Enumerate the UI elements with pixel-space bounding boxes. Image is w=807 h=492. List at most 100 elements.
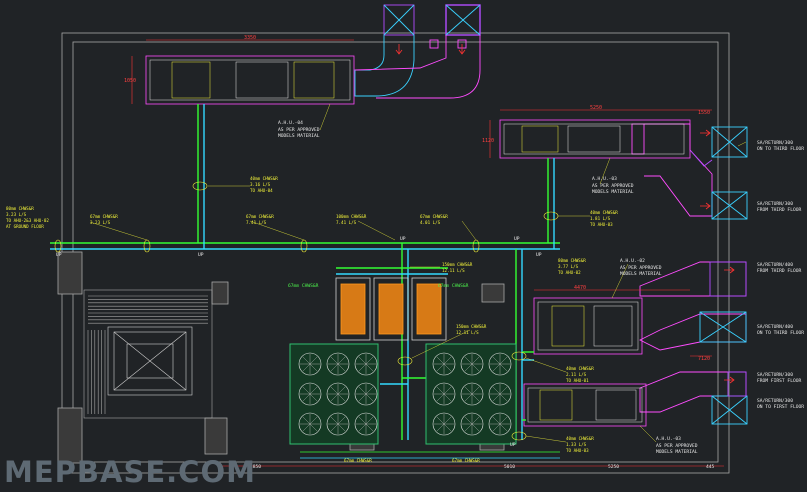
dim-right-ahu-height: 1120: [482, 138, 494, 144]
cooling-tower-fan: [354, 412, 378, 436]
ahu-01-label: A.H.U.-03 AS PER APPROVED MODELS MATERIA…: [656, 436, 698, 455]
pipe-label-main-3: 100mm CHWS&R 7.41 L/S: [336, 214, 367, 225]
pipe-label-ct-left: 67mm CHWS&R: [344, 458, 372, 463]
svg-text:3.77 L/S: 3.77 L/S: [558, 264, 579, 269]
dim-right-ahu-width: 5250: [590, 105, 602, 111]
svg-text:40mm CHWS&R: 40mm CHWS&R: [590, 210, 618, 215]
stair-core: [83, 289, 213, 419]
chillers: [335, 277, 447, 341]
svg-text:ON TO THIRD FLOOR: ON TO THIRD FLOOR: [757, 330, 804, 336]
fan-blade: [464, 386, 480, 402]
pipe-label-riser-ground: 80mm CHWS&R 3.23 L/S TO AHU-2&3 AHU-02 A…: [6, 206, 49, 229]
svg-text:SA/RETURN/400: SA/RETURN/400: [757, 262, 793, 268]
svg-text:SA/RETURN/300: SA/RETURN/300: [757, 140, 793, 146]
svg-text:12.11 L/S: 12.11 L/S: [442, 268, 465, 273]
svg-text:40mm CHWS&R: 40mm CHWS&R: [566, 436, 594, 441]
fan-blade: [358, 386, 374, 402]
svg-text:80mm CHWS&R: 80mm CHWS&R: [558, 258, 586, 263]
cooling-tower-fan: [432, 352, 456, 376]
svg-text:4.01 L/S: 4.01 L/S: [420, 220, 441, 225]
cooling-tower-fan: [432, 382, 456, 406]
cooling-tower-fan: [488, 382, 512, 406]
cooling-tower-fan: [354, 382, 378, 406]
svg-text:100mm CHWS&R: 100mm CHWS&R: [336, 214, 367, 219]
cooling-tower-fan: [326, 352, 350, 376]
annotations: 3350 1050 5250 1550 1120 4470 7120 1850 …: [6, 35, 804, 470]
svg-text:AS PER APPROVED: AS PER APPROVED: [278, 127, 320, 133]
dim-top-ahu-width: 3350: [244, 35, 256, 41]
leader-lines: [89, 103, 747, 443]
cooling-tower-fan: [326, 382, 350, 406]
svg-text:150mm CHWS&R: 150mm CHWS&R: [456, 324, 487, 329]
svg-text:TO AHU-03: TO AHU-03: [590, 222, 613, 227]
svg-text:MODELS MATERIAL: MODELS MATERIAL: [278, 133, 320, 139]
pipe-label-chiller-branch: 67mm CHWS&R: [288, 283, 319, 289]
watermark: MEPBASE.COM: [4, 455, 256, 489]
svg-text:67mm CHWS&R: 67mm CHWS&R: [246, 214, 274, 219]
dim-top-ahu-height: 1050: [124, 78, 136, 84]
dim-bottom-1: 1850: [250, 464, 261, 470]
dimension-lines: [131, 39, 724, 467]
svg-text:AS PER APPROVED: AS PER APPROVED: [620, 265, 662, 271]
flow-markers: [395, 44, 735, 384]
svg-text:67mm CHWS&R: 67mm CHWS&R: [420, 214, 448, 219]
pipe-label-chiller-header: 150mm CHWS&R 12.11 L/S: [442, 262, 473, 273]
fan-blade: [492, 356, 508, 372]
svg-text:12.11 L/S: 12.11 L/S: [456, 330, 479, 335]
svg-text:FROM FIRST FLOOR: FROM FIRST FLOOR: [757, 378, 801, 384]
dim-mid-right-width: 4470: [574, 285, 586, 291]
fan-blade: [330, 416, 346, 432]
pipe-label-to-ahu02: 80mm CHWS&R 3.77 L/S TO AHU-02: [558, 258, 586, 275]
riser-marker-5: UP: [536, 252, 542, 258]
pipe-label-main-2: 67mm CHWS&R 7.41 L/S: [246, 214, 274, 225]
fan-blade: [302, 386, 318, 402]
fan-blade: [330, 356, 346, 372]
cooling-tower-fan: [354, 352, 378, 376]
fan-blade: [302, 416, 318, 432]
pipe-label-to-ahu03-low: 40mm CHWS&R 1.33 L/S TO AHU-03: [566, 436, 594, 453]
svg-text:40mm CHWS&R: 40mm CHWS&R: [566, 366, 594, 371]
ahu-units: [145, 55, 691, 427]
svg-text:TO AHU-03: TO AHU-03: [566, 448, 589, 453]
cooling-tower-fan: [460, 352, 484, 376]
pipe-label-to-ahu03: 40mm CHWS&R 1.81 L/S TO AHU-03: [590, 210, 618, 227]
fan-blade: [330, 386, 346, 402]
svg-text:AS PER APPROVED: AS PER APPROVED: [592, 183, 634, 189]
svg-text:MODELS MATERIAL: MODELS MATERIAL: [592, 189, 634, 195]
fan-blade: [436, 386, 452, 402]
riser-marker-1: UP: [198, 252, 204, 258]
svg-text:1.33 L/S: 1.33 L/S: [566, 442, 587, 447]
fan-blade: [464, 416, 480, 432]
riser-marker-4: UP: [514, 236, 520, 242]
ahu-01-unit: [523, 383, 647, 427]
svg-text:A.H.U.-04: A.H.U.-04: [278, 120, 303, 126]
fan-blade: [358, 416, 374, 432]
duct-label-r5: SA/RETURN/300 FROM FIRST FLOOR: [757, 372, 801, 384]
duct-label-r2: SA/RETURN/300 FROM THIRD FLOOR: [757, 201, 801, 213]
ductwork: [354, 4, 748, 425]
svg-text:7.41 L/S: 7.41 L/S: [246, 220, 267, 225]
svg-text:A.H.U.-03: A.H.U.-03: [592, 176, 617, 182]
ahu-02-unit: [533, 297, 643, 355]
svg-text:3.23 L/S: 3.23 L/S: [6, 212, 27, 217]
svg-text:7.41 L/S: 7.41 L/S: [336, 220, 357, 225]
dim-bottom-2: 5010: [504, 464, 515, 470]
svg-text:A.H.U.-02: A.H.U.-02: [620, 258, 645, 264]
svg-text:TO AHU-2&3 AHU-02: TO AHU-2&3 AHU-02: [6, 218, 49, 223]
svg-text:MODELS MATERIAL: MODELS MATERIAL: [656, 449, 698, 455]
dim-mid-right-gap: 7120: [698, 356, 710, 362]
duct-label-r3: SA/RETURN/400 FROM THIRD FLOOR: [757, 262, 801, 274]
duct-label-r4: SA/RETURN/400 ON TO THIRD FLOOR: [757, 324, 804, 336]
fan-blade: [302, 356, 318, 372]
svg-text:SA/RETURN/300: SA/RETURN/300: [757, 398, 793, 404]
svg-text:TO AHU-01: TO AHU-01: [566, 378, 589, 383]
riser-marker-2: UP: [56, 252, 62, 258]
svg-text:FROM THIRD FLOOR: FROM THIRD FLOOR: [757, 268, 801, 274]
cooling-tower-fan: [488, 352, 512, 376]
svg-text:150mm CHWS&R: 150mm CHWS&R: [442, 262, 473, 267]
fan-blade: [436, 416, 452, 432]
building-walls: [57, 32, 730, 474]
dim-bottom-4: 445: [706, 464, 715, 470]
